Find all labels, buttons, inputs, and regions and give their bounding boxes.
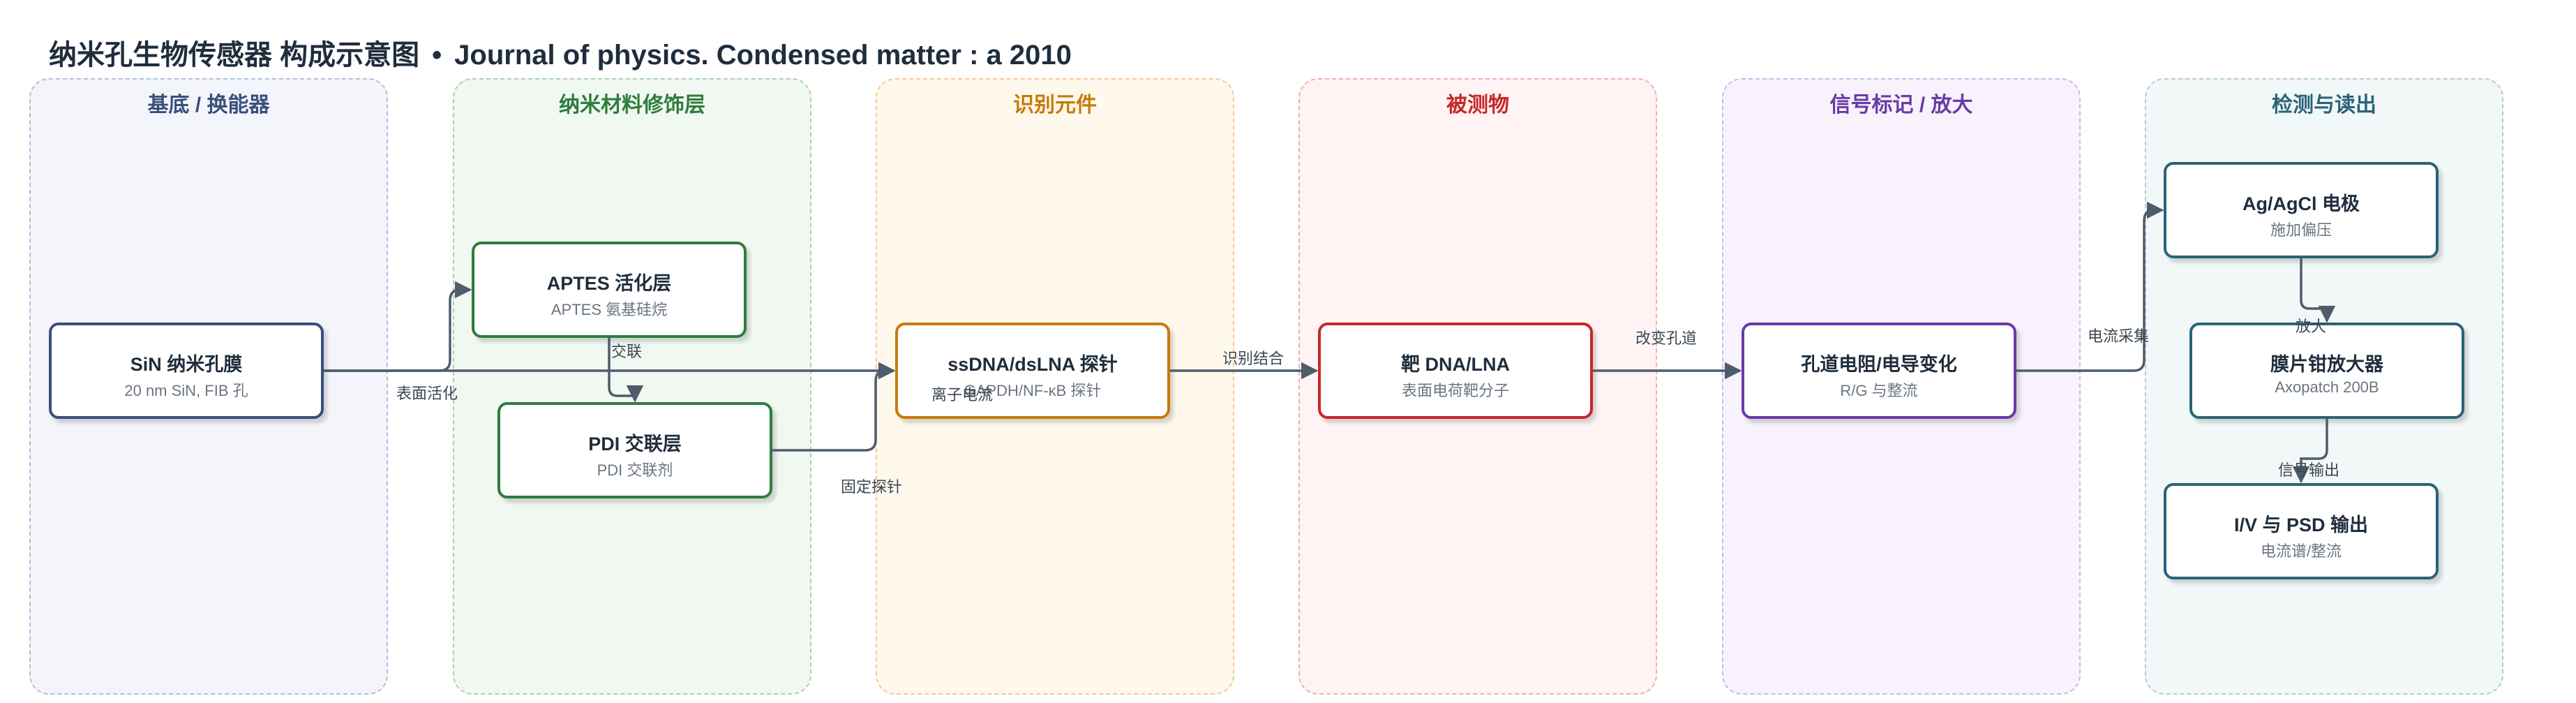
title-main: 纳米孔生物传感器 构成示意图	[49, 40, 420, 71]
lane-title-readout: 检测与读出	[2272, 94, 2376, 117]
node-target: 靶 DNA/LNA 表面电荷靶分子	[1318, 323, 1593, 419]
page-title: 纳米孔生物传感器 构成示意图 • Journal of physics. Conde…	[49, 32, 1072, 73]
node-subtitle: 电流谱/整流	[2260, 542, 2342, 560]
edge-label-crosslink: 交联	[611, 343, 643, 360]
title-separator: •	[432, 40, 442, 71]
node-title: APTES 活化层	[546, 273, 672, 294]
node-amplifier: 膜片钳放大器 Axopatch 200B	[2189, 323, 2464, 419]
node-pdi-layer: PDI 交联层 PDI 交联剂	[497, 402, 772, 498]
edge-aptes-to-pdi	[608, 338, 644, 403]
lane-title-analyte: 被测物	[1446, 94, 1509, 117]
edge-label-signal-output: 信号输出	[2278, 461, 2340, 479]
node-channel-signal: 孔道电阻/电导变化 R/G 与整流	[1742, 323, 2016, 419]
node-title: ssDNA/dsLNA 探针	[948, 354, 1118, 375]
node-subtitle: 表面电荷靶分子	[1401, 382, 1509, 399]
edge-label-amplify: 放大	[2296, 318, 2327, 335]
node-subtitle: GAPDH/NF-κB 探针	[964, 382, 1102, 399]
node-subtitle: 施加偏压	[2270, 221, 2332, 239]
edge-label-current-collect: 电流采集	[2088, 327, 2150, 345]
node-subtitle: APTES 氨基硅烷	[551, 301, 668, 318]
lane-title-recognition: 识别元件	[1013, 94, 1097, 117]
node-subtitle: PDI 交联剂	[597, 461, 673, 479]
node-title: I/V 与 PSD 输出	[2233, 515, 2369, 535]
node-subtitle: R/G 与整流	[1840, 382, 1918, 399]
node-electrode: Ag/AgCl 电极 施加偏压	[2164, 162, 2439, 258]
edge-electrode-to-amp	[2300, 258, 2336, 323]
edge-sin-to-aptes	[324, 281, 472, 372]
node-output: I/V 与 PSD 输出 电流谱/整流	[2164, 483, 2439, 579]
node-probe: ssDNA/dsLNA 探针 GAPDH/NF-κB 探针	[895, 323, 1170, 419]
lane-title-nanomaterial: 纳米材料修饰层	[559, 94, 705, 117]
node-title: PDI 交联层	[588, 434, 682, 454]
edge-label-change-channel: 改变孔道	[1635, 330, 1698, 347]
node-aptes-layer: APTES 活化层 APTES 氨基硅烷	[472, 242, 747, 338]
node-title: 膜片钳放大器	[2270, 354, 2383, 375]
lane-title-substrate: 基底 / 换能器	[147, 94, 270, 117]
node-title: SiN 纳米孔膜	[130, 354, 243, 375]
title-source: Journal of physics. Condensed matter : a…	[454, 40, 1072, 71]
node-title: 靶 DNA/LNA	[1401, 354, 1510, 375]
edge-label-ion-current: 离子电流	[931, 386, 994, 404]
node-subtitle: Axopatch 200B	[2275, 378, 2379, 396]
lane-title-signal: 信号标记 / 放大	[1829, 94, 1973, 117]
edge-label-recognition: 识别结合	[1222, 350, 1285, 367]
edge-amp-to-output	[2292, 419, 2328, 484]
node-sin-membrane: SiN 纳米孔膜 20 nm SiN, FIB 孔	[49, 323, 324, 419]
node-title: Ag/AgCl 电极	[2242, 193, 2360, 214]
edge-signal-to-electrode	[2016, 201, 2164, 372]
edge-label-surface-activation: 表面活化	[396, 385, 458, 402]
node-title: 孔道电阻/电导变化	[1801, 354, 1957, 375]
edge-pdi-to-probe	[772, 362, 896, 452]
node-subtitle: 20 nm SiN, FIB 孔	[124, 382, 248, 399]
edge-label-fix-probe: 固定探针	[841, 478, 903, 496]
